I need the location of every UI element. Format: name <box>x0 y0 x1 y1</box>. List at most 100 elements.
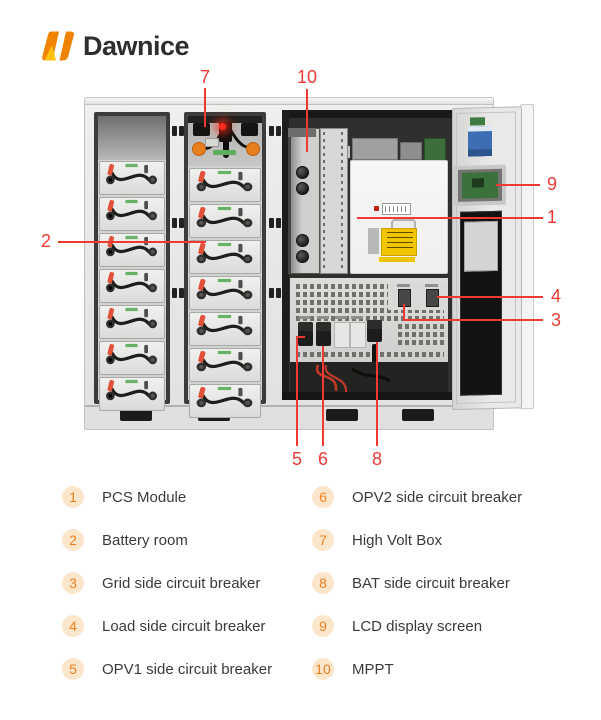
legend-badge-7: 7 <box>312 529 334 551</box>
door-vent-cover <box>464 220 498 272</box>
callout-8-number: 8 <box>371 449 382 469</box>
vent-slots <box>296 316 444 321</box>
dawnice-logo-icon <box>42 31 74 61</box>
battery-stack-right <box>189 168 261 418</box>
legend-label-6: OPV2 side circuit breaker <box>352 488 523 506</box>
hinge <box>172 126 177 136</box>
callout-5-line-stub <box>297 336 305 338</box>
legend-item-3: 3 Grid side circuit breaker <box>62 572 272 594</box>
battery-module <box>99 161 165 195</box>
legend-badge-3: 3 <box>62 572 84 594</box>
equipment-box <box>400 142 422 160</box>
cabinet-foot <box>120 409 152 421</box>
legend-badge-10: 10 <box>312 658 334 680</box>
rack-rail <box>323 132 325 268</box>
legend-badge-1: 1 <box>62 486 84 508</box>
cable-bay-graphic <box>315 364 391 394</box>
battery-column-left-top-space <box>98 116 166 160</box>
legend-item-10: 10 MPPT <box>312 658 522 680</box>
battery-module-graphic <box>196 350 253 372</box>
legend-label-5: OPV1 side circuit breaker <box>102 660 273 678</box>
battery-module-graphic <box>106 235 158 257</box>
vent-slots <box>398 324 444 329</box>
callout-1-line <box>357 217 543 219</box>
legend-label-4: Load side circuit breaker <box>102 617 266 635</box>
compartment-sill <box>282 392 452 400</box>
mppt-fan <box>296 250 309 263</box>
pcs-compartment-top <box>282 110 452 118</box>
spare-label <box>351 316 363 319</box>
battery-module-graphic <box>196 314 253 336</box>
opv1-label <box>299 316 311 319</box>
callout-6-line <box>322 346 324 446</box>
legend-item-7: 7 High Volt Box <box>312 529 522 551</box>
battery-module <box>189 204 261 238</box>
pcs-warning-label <box>381 228 417 256</box>
callout-9-number: 9 <box>546 174 557 194</box>
mppt-rack <box>288 128 320 274</box>
hv-connector-block <box>241 123 258 136</box>
callout-10-line <box>306 89 308 152</box>
spare-label <box>335 316 347 319</box>
legend-label-1: PCS Module <box>102 488 187 506</box>
opv2-label <box>317 316 329 319</box>
hinge <box>179 218 184 228</box>
legend-item-2: 2 Battery room <box>62 529 272 551</box>
callout-9-line <box>496 184 540 186</box>
legend-column-left: 1 PCS Module 2 Battery room 3 Grid side … <box>62 486 272 680</box>
callout-8-line <box>376 342 378 446</box>
legend-badge-6: 6 <box>312 486 334 508</box>
callout-2-line <box>58 241 206 243</box>
legend-item-8: 8 BAT side circuit breaker <box>312 572 522 594</box>
vent-slots <box>296 292 444 297</box>
battery-module <box>189 348 261 382</box>
high-volt-box-top <box>188 116 262 123</box>
legend-label-10: MPPT <box>352 660 394 678</box>
hinge <box>179 288 184 298</box>
legend-badge-9: 9 <box>312 615 334 637</box>
battery-module-graphic <box>106 307 158 329</box>
legend-badge-2: 2 <box>62 529 84 551</box>
cabinet-top <box>84 97 494 106</box>
callout-7-number: 7 <box>199 67 210 87</box>
empty-breaker-slot <box>334 322 350 348</box>
cabinet-foot <box>402 409 434 421</box>
hinge <box>276 288 281 298</box>
callout-10-number: 10 <box>296 67 318 87</box>
battery-module <box>99 305 165 339</box>
mppt-fan <box>296 166 309 179</box>
callout-4-number: 4 <box>550 286 561 306</box>
pcs-warning-strip <box>379 257 415 262</box>
vent-slots <box>296 308 444 313</box>
battery-module-graphic <box>196 170 253 192</box>
brand-logo: Dawnice <box>40 30 190 62</box>
legend-item-5: 5 OPV1 side circuit breaker <box>62 658 272 680</box>
pcs-compartment-shadow <box>282 110 289 400</box>
battery-module <box>189 240 261 274</box>
callout-5-number: 5 <box>291 449 302 469</box>
vent-slots <box>398 340 444 345</box>
hv-label <box>205 138 219 147</box>
callout-5-line <box>296 336 298 446</box>
legend-item-1: 1 PCS Module <box>62 486 272 508</box>
mppt-rack-cap <box>288 128 316 137</box>
legend-label-8: BAT side circuit breaker <box>352 574 510 592</box>
hinge <box>269 288 274 298</box>
hinge <box>276 218 281 228</box>
battery-module <box>189 168 261 202</box>
load-label <box>425 284 438 287</box>
vent-slots <box>296 284 444 289</box>
legend-column-right: 6 OPV2 side circuit breaker 7 High Volt … <box>312 486 522 680</box>
battery-module <box>189 312 261 346</box>
battery-module-graphic <box>196 278 253 300</box>
battery-module <box>99 269 165 303</box>
vent-slots <box>398 332 444 337</box>
battery-module <box>99 233 165 267</box>
cabinet-foot <box>326 409 358 421</box>
battery-module-graphic <box>106 271 158 293</box>
open-door <box>452 103 534 410</box>
callout-1-number: 1 <box>546 207 557 227</box>
battery-module-graphic <box>196 242 253 264</box>
legend-badge-8: 8 <box>312 572 334 594</box>
